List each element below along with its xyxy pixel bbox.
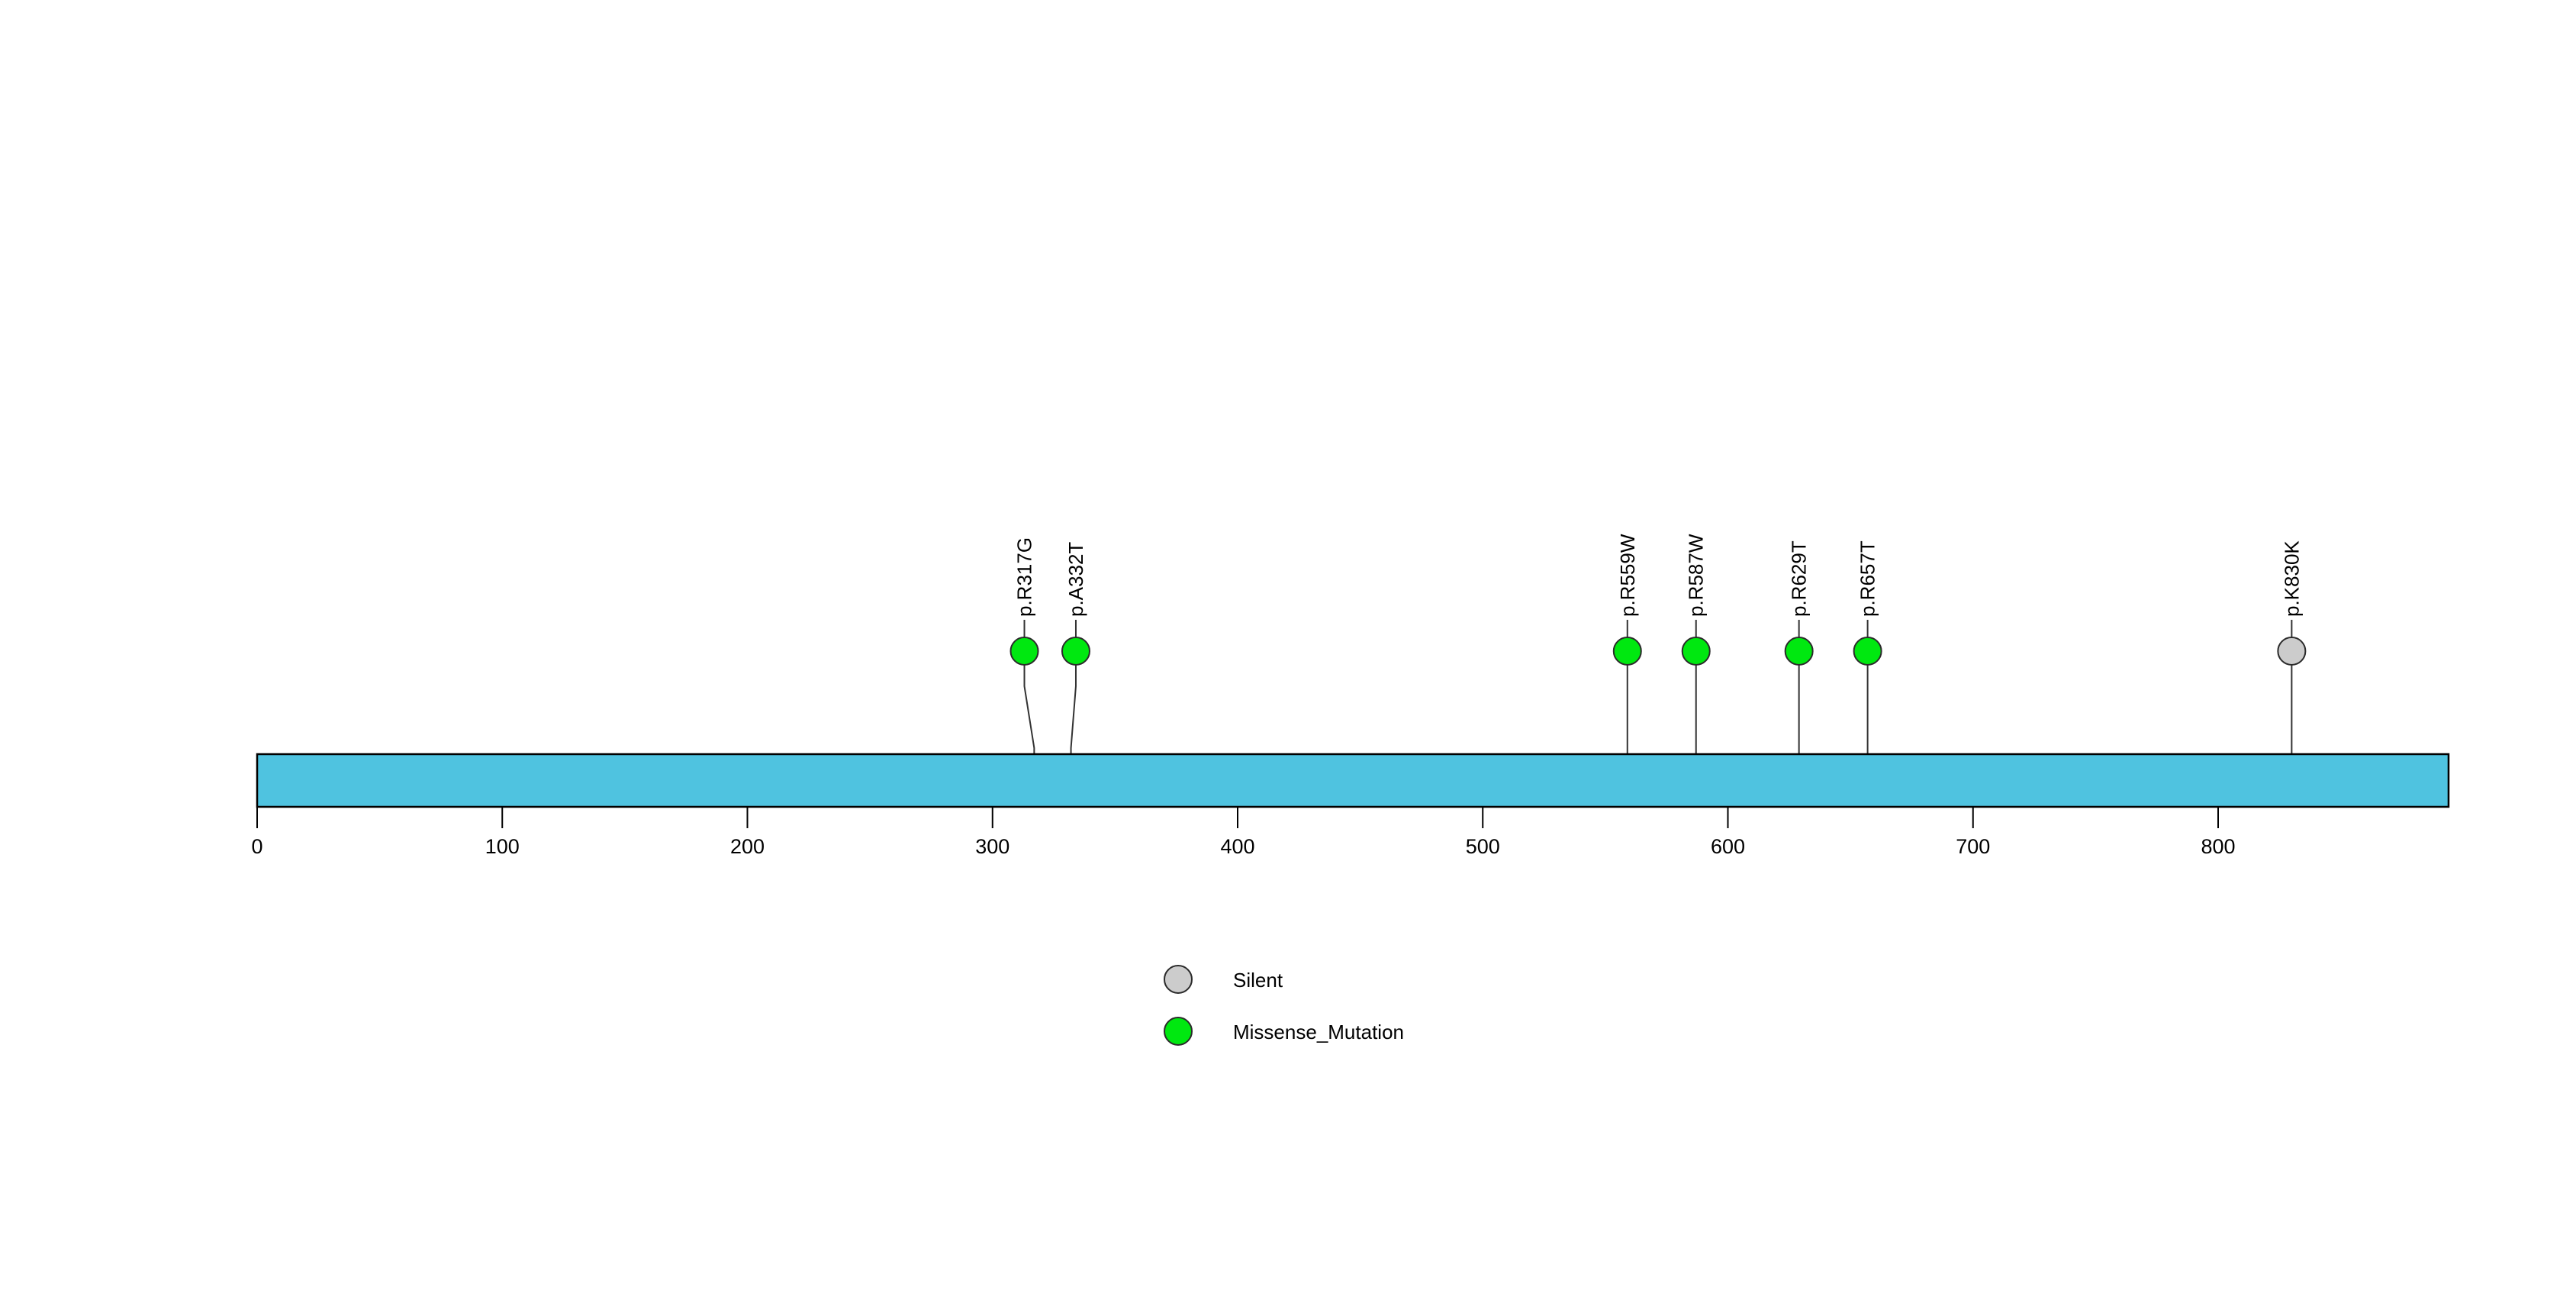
lollipop-marker[interactable]: [1061, 637, 1090, 666]
lollipop-markers-group: [1009, 637, 2307, 666]
legend-label: Silent: [1233, 969, 1283, 992]
mutation-label: p.R317G: [1013, 537, 1036, 617]
mutation-label: p.A332T: [1064, 542, 1087, 617]
axis-tick-label: 400: [1220, 835, 1254, 858]
mutation-label: p.R559W: [1616, 534, 1639, 617]
legend-label: Missense_Mutation: [1233, 1021, 1404, 1043]
lollipop-marker[interactable]: [1612, 637, 1642, 666]
axis-tick-label: 100: [485, 835, 520, 858]
legend-swatch[interactable]: [1164, 1017, 1193, 1046]
mutation-label: p.R587W: [1685, 534, 1708, 617]
mutation-label: p.R629T: [1788, 540, 1811, 617]
mutation-label: p.K830K: [2280, 540, 2303, 617]
axis-tick-label: 200: [730, 835, 765, 858]
protein-bar: [256, 753, 2450, 808]
axis-tick-label: 0: [251, 835, 262, 858]
mutation-label: p.R657T: [1856, 540, 1879, 617]
lollipop-marker[interactable]: [1784, 637, 1814, 666]
lollipop-marker[interactable]: [1009, 637, 1039, 666]
mutation-labels-group: p.R317G p.A332T p.R559W p.R587W p.R629T p.R65…: [1013, 534, 2304, 617]
lollipop-marker[interactable]: [2277, 637, 2307, 666]
legend-swatch[interactable]: [1164, 965, 1193, 994]
lollipop-marker[interactable]: [1681, 637, 1711, 666]
axis-tick-label: 300: [975, 835, 1009, 858]
axis-tick-label: 600: [1711, 835, 1745, 858]
protein-bar-group: [256, 753, 2450, 808]
axis-tick-label: 700: [1956, 835, 1990, 858]
axis-tick-label: 500: [1466, 835, 1500, 858]
lollipop-marker[interactable]: [1853, 637, 1882, 666]
axis-tick-label: 800: [2201, 835, 2235, 858]
axis-group: 0 100 200 300 400 500 600 700 800: [251, 807, 2236, 858]
